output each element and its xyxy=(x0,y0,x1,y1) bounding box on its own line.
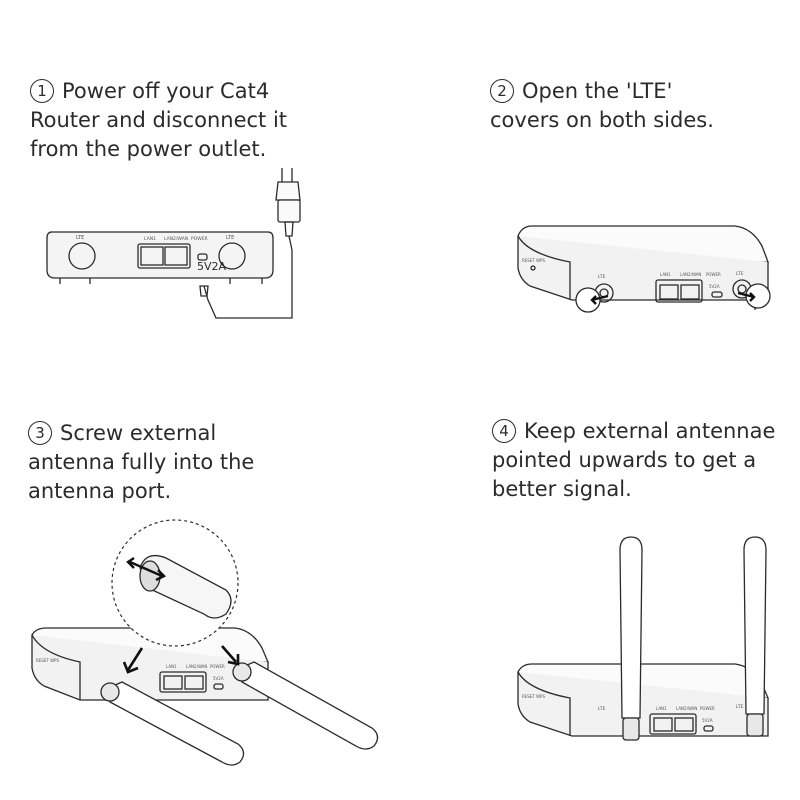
step-1-number: 1 xyxy=(30,79,54,103)
lan-ports xyxy=(655,279,703,303)
step-4-number: 4 xyxy=(492,419,516,443)
router-rear-view xyxy=(46,231,274,284)
step-1-line-3: from the power outlet. xyxy=(30,137,267,161)
step-4-line-2: pointed upwards to get a xyxy=(492,448,757,472)
step-1-illustration: LTE LAN1 LAN2/WAN POWER LTE 5V2A xyxy=(46,168,301,319)
insert-arrow-right xyxy=(221,645,240,666)
power-adapter xyxy=(199,168,301,319)
open-arrow-left xyxy=(590,294,609,305)
lte-port-left-cover xyxy=(68,242,96,270)
antenna-right xyxy=(232,661,379,750)
open-arrow-right xyxy=(737,291,756,302)
lan2-port xyxy=(164,246,188,266)
svg-text:POWER: POWER xyxy=(191,236,208,242)
svg-text:LTE: LTE xyxy=(736,704,744,710)
power-port xyxy=(213,683,224,690)
svg-text:POWER: POWER xyxy=(700,706,715,711)
power-port xyxy=(711,291,723,298)
step-4-illustration: RESET WPS LTE LAN1 LAN2/WAN POWER 5V2A L… xyxy=(517,536,769,741)
router-angled-view xyxy=(517,225,769,312)
router-angled-view xyxy=(517,663,769,737)
svg-text:POWER: POWER xyxy=(210,664,225,669)
svg-text:RESET WPS: RESET WPS xyxy=(522,694,545,699)
svg-text:LTE: LTE xyxy=(598,706,606,712)
svg-text:LAN1: LAN1 xyxy=(660,272,671,277)
antenna-left-upright xyxy=(619,536,643,741)
step-3-line-3: antenna port. xyxy=(28,479,172,503)
zoom-detail-circle xyxy=(111,519,239,647)
svg-text:LTE: LTE xyxy=(598,274,606,280)
antenna-left xyxy=(100,681,245,766)
svg-text:5V2A: 5V2A xyxy=(213,676,224,681)
svg-text:LAN1: LAN1 xyxy=(166,664,177,669)
finger-left xyxy=(575,287,601,313)
svg-text:LTE: LTE xyxy=(226,235,234,241)
voltage-rating-label: 5V2A xyxy=(197,260,227,273)
svg-text:LTE: LTE xyxy=(736,271,744,277)
step-3-line-2: antenna fully into the xyxy=(28,450,255,474)
step-2-line-2: covers on both sides. xyxy=(490,108,714,132)
svg-text:LAN2/WAN: LAN2/WAN xyxy=(164,236,188,242)
svg-text:5V2A: 5V2A xyxy=(702,718,713,723)
svg-text:LAN2/WAN: LAN2/WAN xyxy=(186,664,207,669)
power-port xyxy=(703,725,714,732)
lte-port-right-cover xyxy=(218,242,246,270)
insert-arrow-left xyxy=(122,647,144,674)
power-cable xyxy=(203,235,293,319)
svg-text:LAN1: LAN1 xyxy=(656,706,667,711)
step-4-line-3: better signal. xyxy=(492,477,632,501)
lan-ports xyxy=(649,713,697,735)
router-angled-view xyxy=(31,627,269,701)
rotate-arrow xyxy=(126,557,167,582)
step-2-number: 2 xyxy=(490,79,514,103)
lan1-port xyxy=(140,246,164,266)
svg-text:LTE: LTE xyxy=(76,235,84,241)
svg-text:LAN1: LAN1 xyxy=(144,236,156,242)
svg-text:5V2A: 5V2A xyxy=(709,284,720,289)
svg-text:POWER: POWER xyxy=(706,272,721,277)
step-3-illustration: RESET WPS LAN1 LAN2/WAN POWER 5V2A xyxy=(31,519,379,766)
svg-text:RESET WPS: RESET WPS xyxy=(522,258,545,263)
svg-text:LAN2/WAN: LAN2/WAN xyxy=(680,272,701,277)
svg-text:LAN2/WAN: LAN2/WAN xyxy=(676,706,697,711)
step-1-line-2: Router and disconnect it xyxy=(30,108,288,132)
power-port xyxy=(197,253,208,261)
step-3-number: 3 xyxy=(28,421,52,445)
svg-text:RESET WPS: RESET WPS xyxy=(36,658,59,663)
antenna-right-upright xyxy=(743,536,767,737)
step-2-illustration: RESET WPS LTE LAN1 LAN2/WAN POWER 5V2A L… xyxy=(517,225,771,313)
lan-ports xyxy=(159,671,207,693)
